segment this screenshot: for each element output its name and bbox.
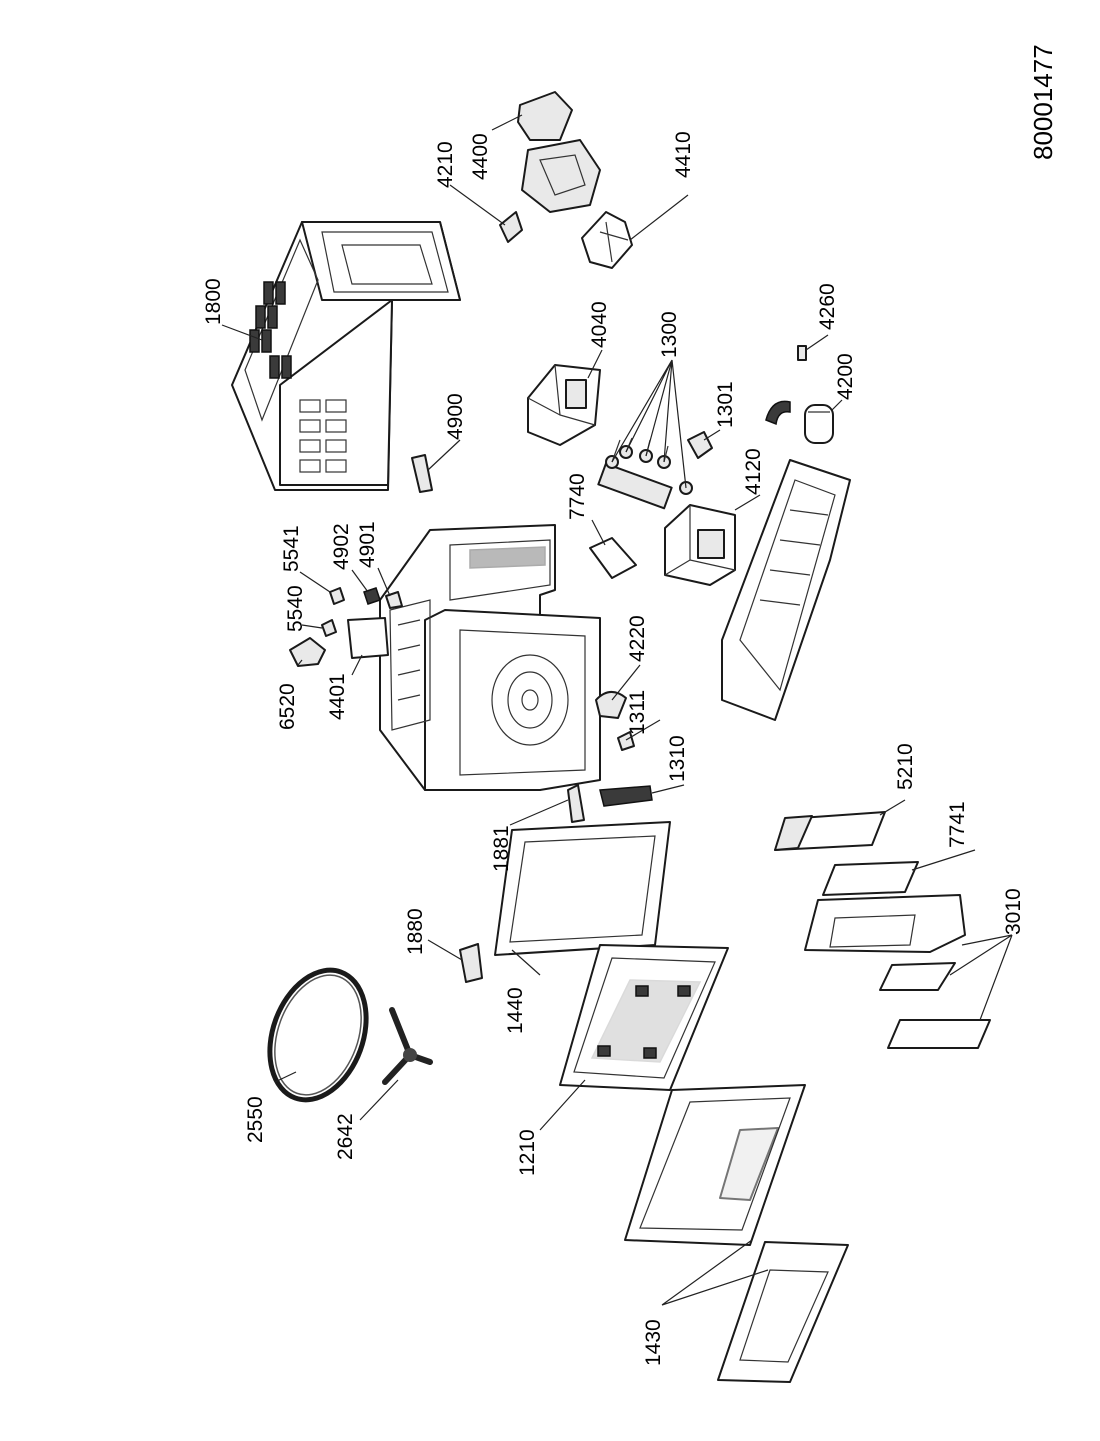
mica-cover-plate xyxy=(589,537,637,579)
label-2550: 2550 xyxy=(244,1096,267,1143)
door-outer-frame xyxy=(624,1084,806,1246)
wire-harness-terminals xyxy=(597,437,693,510)
sensor-part xyxy=(687,431,713,459)
label-4210: 4210 xyxy=(434,141,457,188)
label-3010: 3010 xyxy=(1002,888,1025,935)
lamp-part xyxy=(289,637,326,667)
outer-cabinet-cover xyxy=(231,221,461,491)
label-5541: 5541 xyxy=(280,525,303,572)
oven-cavity-assembly xyxy=(379,524,601,791)
label-1301: 1301 xyxy=(714,381,737,428)
label-4401: 4401 xyxy=(326,673,349,720)
transformer xyxy=(527,364,601,446)
capacitor-cylinder xyxy=(804,404,834,444)
label-4410: 4410 xyxy=(672,131,695,178)
label-1210: 1210 xyxy=(516,1129,539,1176)
small-part-1311 xyxy=(617,731,635,751)
label-5540: 5540 xyxy=(284,585,307,632)
control-membrane-upper xyxy=(879,962,956,991)
hinge-part-1881 xyxy=(567,784,585,823)
label-4260: 4260 xyxy=(816,283,839,330)
leader-lines xyxy=(221,114,1013,1306)
label-4200: 4200 xyxy=(834,353,857,400)
label-5210: 5210 xyxy=(894,743,917,790)
bracket-clip xyxy=(765,400,791,426)
capacitor-block xyxy=(664,504,736,586)
small-part-4901 xyxy=(385,591,403,609)
turntable-motor xyxy=(595,691,627,719)
door-window-panel xyxy=(717,1241,849,1383)
label-4400: 4400 xyxy=(469,133,492,180)
label-6520: 6520 xyxy=(276,683,299,730)
roller-support xyxy=(382,1007,433,1085)
label-7740: 7740 xyxy=(566,473,589,520)
label-1300: 1300 xyxy=(658,311,681,358)
door-assembly xyxy=(559,944,729,1091)
label-4220: 4220 xyxy=(626,615,649,662)
door-switch-bracket xyxy=(411,454,433,493)
label-1881: 1881 xyxy=(490,825,513,872)
document-number: 80001477 xyxy=(1028,44,1058,160)
base-plate xyxy=(721,459,851,721)
control-board xyxy=(822,861,919,896)
small-clip-part xyxy=(499,211,523,243)
label-4901: 4901 xyxy=(356,521,379,568)
callout-labels: 1800 4210 4400 4410 4040 1300 4260 4200 … xyxy=(202,131,1025,1366)
label-1430: 1430 xyxy=(642,1319,665,1366)
control-panel-housing xyxy=(804,894,966,953)
label-1311: 1311 xyxy=(626,690,649,735)
label-4120: 4120 xyxy=(742,448,765,495)
label-2642: 2642 xyxy=(334,1113,357,1160)
label-7741: 7741 xyxy=(946,801,969,848)
fan-motor-bracket xyxy=(517,91,601,213)
control-membrane-lower xyxy=(887,1019,991,1049)
waveguide-cover xyxy=(347,617,389,659)
turntable-glass-tray xyxy=(267,967,369,1103)
control-panel-bracket xyxy=(774,811,886,851)
label-1800: 1800 xyxy=(202,278,225,325)
hinge-part-1880 xyxy=(459,943,483,983)
label-4900: 4900 xyxy=(444,393,467,440)
door-frame xyxy=(494,821,671,956)
fan-blade xyxy=(581,211,633,269)
small-clip-5541 xyxy=(329,587,345,605)
small-clip-5540 xyxy=(321,619,337,637)
label-1880: 1880 xyxy=(404,908,427,955)
label-4902: 4902 xyxy=(330,523,353,570)
door-switch-bracket-1310 xyxy=(599,785,653,807)
label-4040: 4040 xyxy=(588,301,611,348)
label-1310: 1310 xyxy=(666,735,689,782)
small-screw-part xyxy=(797,345,807,361)
label-1440: 1440 xyxy=(504,987,527,1034)
